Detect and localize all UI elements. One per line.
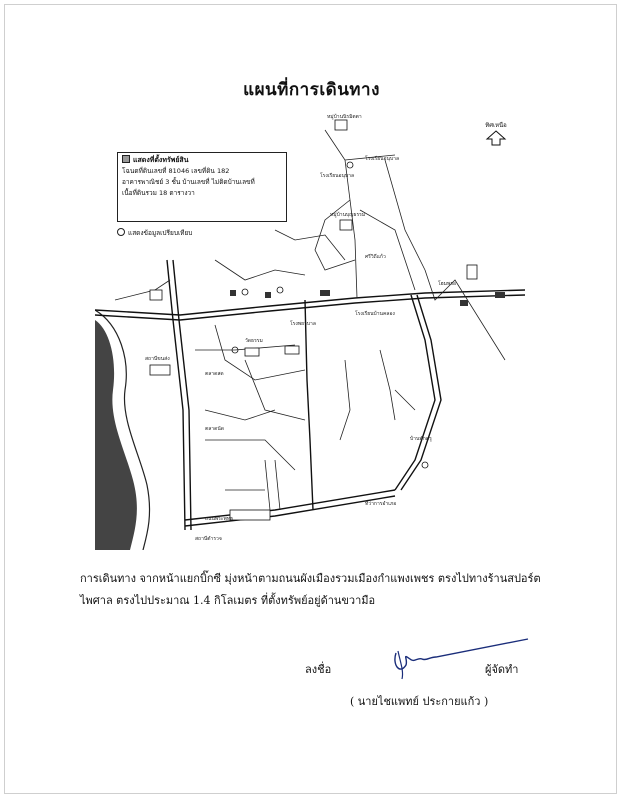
map-label: วัดธรรม	[245, 338, 263, 344]
river	[95, 320, 137, 550]
north-arrow: ทิศเหนือ	[481, 120, 511, 148]
legend-line: อาคารพาณิชย์ 3 ชั้น บ้านเลขที่ ไม่ติดบ้า…	[122, 178, 255, 186]
map-label: โรงพยาบาล	[290, 320, 316, 327]
page-title: แผนที่การเดินทาง	[243, 80, 380, 100]
map-label: ตลาดนัด	[205, 426, 224, 432]
page-frame	[4, 4, 617, 794]
signer-name: ( นายไชแพทย์ ประกายแก้ว )	[350, 695, 489, 708]
map-label: หมู่บ้านบุญธรรม	[330, 211, 365, 218]
map-label: โรงเรียนบ้านคลอง	[355, 310, 395, 317]
map-label: ศรีวิถีแก้ว	[365, 253, 386, 260]
map-label: โรงเรียนอนุบาล	[320, 172, 354, 179]
map-label: สถานีขนส่ง	[145, 355, 170, 362]
map-label: บ้านพักครู	[410, 435, 432, 442]
legend-line: เนื้อที่ดินรวม 18 ตารางวา	[122, 189, 195, 197]
comparison-legend: แสดงข้อมูลเปรียบเทียบ	[117, 228, 192, 238]
river-bank	[95, 309, 151, 550]
north-label: ทิศเหนือ	[485, 122, 507, 129]
map-label: ตลาดสด	[205, 371, 224, 377]
signature-image	[394, 638, 529, 680]
map-label: ถนนพระพุทธ	[205, 516, 233, 522]
route-description-line2: ไพศาล ตรงไปประมาณ 1.4 กิโลเมตร ที่ตั้งทร…	[80, 594, 376, 607]
prepared-by-label: ผู้จัดทำ	[485, 663, 519, 676]
map-label: โรงเรียนอนุบาล	[365, 155, 399, 162]
north-arrow-icon	[485, 130, 507, 146]
signed-label: ลงชื่อ	[305, 663, 332, 676]
legend-heading: แสดงที่ตั้งทรัพย์สิน	[122, 155, 282, 166]
route-map: หมู่บ้านนิรมิตตา โรงเรียนอนุบาล โรงเรียน…	[95, 113, 525, 550]
property-marker-icon	[122, 155, 130, 163]
legend-line: โฉนดที่ดินเลขที่ 81046 เลขที่ดิน 182	[122, 167, 230, 175]
map-label: โฮมพรอ	[438, 280, 456, 287]
property-legend: แสดงที่ตั้งทรัพย์สิน โฉนดที่ดินเลขที่ 81…	[117, 152, 287, 222]
comparison-marker-icon	[117, 228, 125, 236]
map-label: หมู่บ้านนิรมิตตา	[327, 113, 362, 120]
route-description-line1: การเดินทาง จากหน้าแยกบิ๊กซี มุ่งหน้าตามถ…	[80, 572, 541, 585]
map-label: ที่ว่าการอำเภอ	[365, 500, 396, 507]
map-label: สถานีตำรวจ	[195, 535, 222, 542]
